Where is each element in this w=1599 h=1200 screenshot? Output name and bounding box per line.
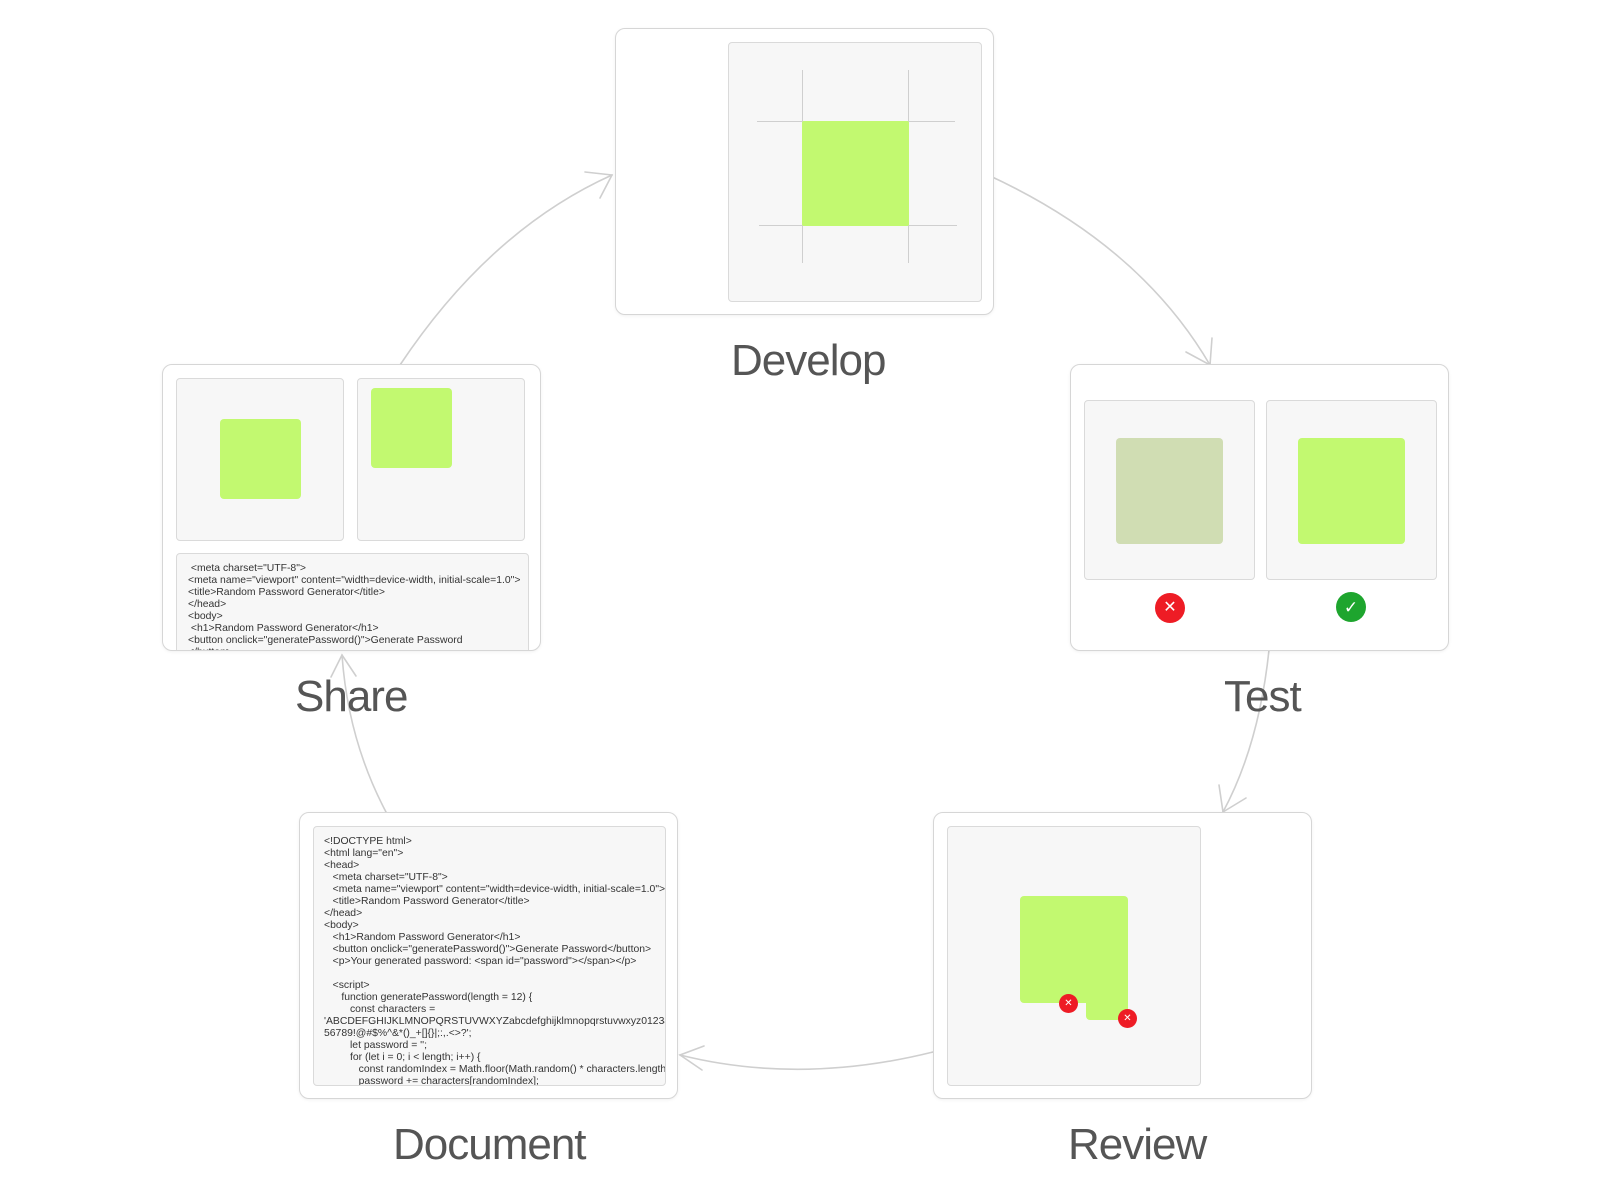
- stage-label-test: Test: [1224, 672, 1302, 721]
- stage-label-review: Review: [1068, 1120, 1207, 1169]
- x-circle-icon: ✕: [1059, 994, 1078, 1013]
- develop-green-square: [802, 121, 909, 226]
- share-preview-pane-1: [176, 378, 344, 541]
- x-circle-icon: ✕: [1118, 1009, 1137, 1028]
- develop-card: [615, 28, 994, 315]
- review-card: ✕ ✕: [933, 812, 1312, 1099]
- test-square-pass: [1298, 438, 1405, 544]
- share-code-pane: <meta charset="UTF-8"> <meta name="viewp…: [176, 553, 529, 650]
- test-square-fail: [1116, 438, 1223, 544]
- arrowhead-share: [330, 653, 357, 678]
- share-code-snippet: <meta charset="UTF-8"> <meta name="viewp…: [188, 563, 521, 650]
- arrowhead-develop: [584, 171, 614, 199]
- arrow-document-to-share: [341, 654, 387, 813]
- share-preview-pane-2: [357, 378, 525, 541]
- arrowhead-document: [678, 1045, 705, 1071]
- check-circle-icon: ✓: [1336, 592, 1366, 622]
- arrowhead-review: [1218, 784, 1247, 814]
- x-circle-icon: ✕: [1155, 593, 1185, 623]
- arrow-review-to-document: [679, 1051, 934, 1071]
- test-pane-pass: [1266, 400, 1437, 580]
- review-canvas: ✕ ✕: [947, 826, 1201, 1086]
- arrow-test-to-review: [1222, 649, 1270, 813]
- arrow-develop-to-test: [987, 174, 1211, 366]
- share-square-offset: [371, 388, 452, 468]
- share-card: <meta charset="UTF-8"> <meta name="viewp…: [162, 364, 541, 651]
- document-card: <!DOCTYPE html> <html lang="en"> <head> …: [299, 812, 678, 1099]
- stage-label-share: Share: [295, 672, 408, 721]
- stage-label-develop: Develop: [731, 336, 886, 385]
- arrow-share-to-develop: [399, 174, 613, 366]
- share-square-centered: [220, 419, 301, 499]
- document-code-snippet: <!DOCTYPE html> <html lang="en"> <head> …: [324, 836, 666, 1086]
- test-pane-fail: [1084, 400, 1255, 580]
- document-code-pane: <!DOCTYPE html> <html lang="en"> <head> …: [313, 826, 666, 1086]
- stage-label-document: Document: [393, 1120, 587, 1169]
- develop-canvas: [728, 42, 982, 302]
- test-card: ✕ ✓: [1070, 364, 1449, 651]
